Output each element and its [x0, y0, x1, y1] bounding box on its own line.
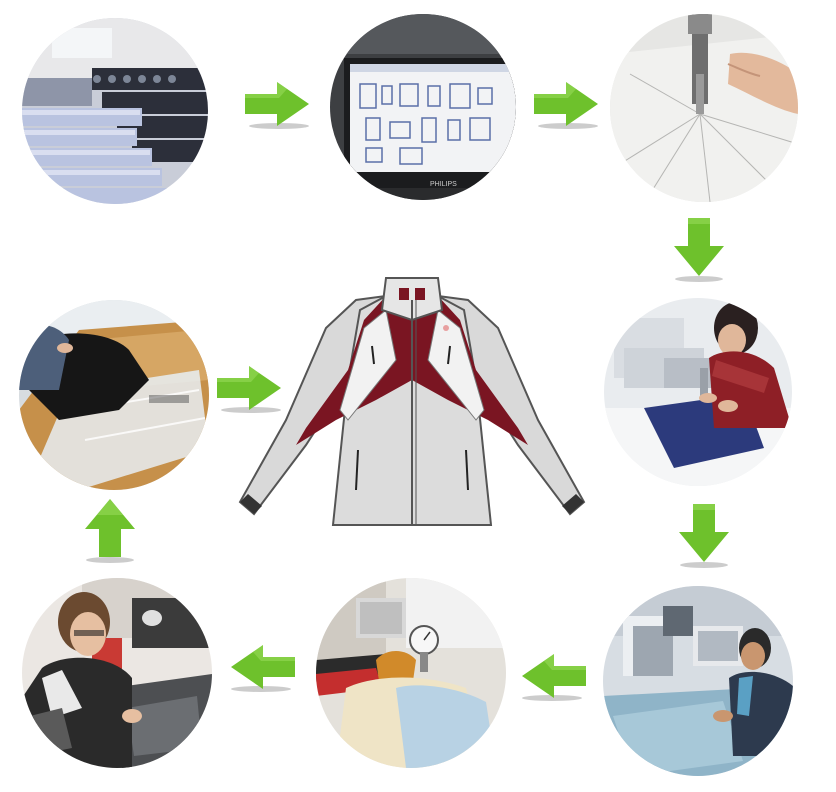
fabric-rolls-photo [22, 18, 208, 204]
screen-brand-label: PHILIPS [430, 181, 457, 188]
computer-pattern-design-photo: PHILIPS [330, 14, 516, 200]
arrow-left-icon [229, 643, 297, 693]
arrow-down-icon [672, 216, 726, 282]
arrow-down-icon [677, 502, 731, 568]
jacket-icon [236, 270, 588, 532]
arrow-right-icon [532, 80, 600, 130]
sewing-line-photo [603, 586, 793, 776]
arrow-up-icon [83, 497, 137, 563]
sewing-worker-photo [604, 298, 792, 486]
pressing-machine-photo [316, 578, 506, 768]
packaging-table-photo [19, 300, 209, 490]
arrow-right-icon [215, 364, 283, 414]
arrow-right-icon [243, 80, 311, 130]
arrow-left-icon [520, 652, 588, 702]
cutting-machine-photo [610, 14, 798, 202]
inspection-worker-photo [22, 578, 212, 768]
